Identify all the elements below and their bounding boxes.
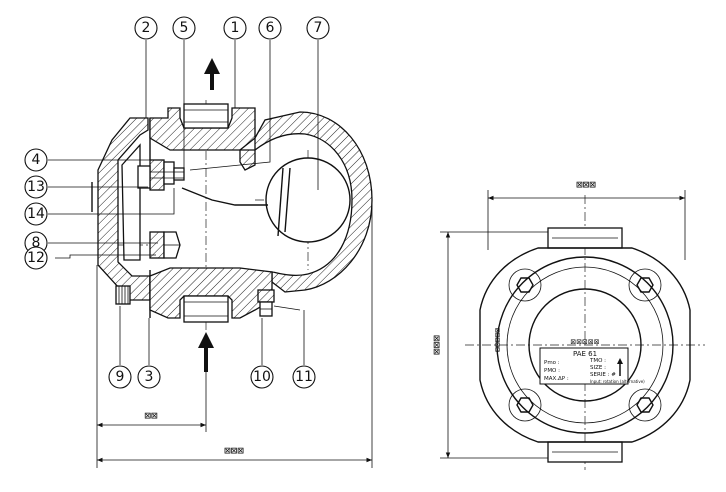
cover-bolts [508, 268, 662, 422]
svg-text:1: 1 [231, 20, 240, 36]
callout-2: 2 [134, 16, 158, 40]
plate-row2-left: PMO : [544, 368, 560, 374]
svg-text:8: 8 [32, 235, 41, 251]
svg-text:9: 9 [116, 369, 125, 385]
callout-13: 13 [24, 175, 48, 199]
callout-14: 14 [24, 202, 48, 226]
cover [97, 117, 151, 301]
callout-5: 5 [172, 16, 196, 40]
svg-text:11: 11 [295, 369, 313, 385]
svg-text:6: 6 [266, 20, 275, 36]
plate-row2-right: SIZE : [590, 365, 606, 371]
callout-9: 9 [108, 365, 132, 389]
side-marking: ⊠⊠⊠⊠⊠ [493, 328, 502, 352]
callout-4: 4 [24, 148, 48, 172]
svg-text:5: 5 [180, 20, 189, 36]
callout-12: 12 [24, 246, 48, 270]
svg-text:10: 10 [253, 369, 271, 385]
svg-text:12: 12 [27, 250, 45, 266]
dimension-front-height: ⊠⊠⊠ [430, 335, 443, 355]
callout-3: 3 [137, 365, 161, 389]
dimension-overall-length: ⊠⊠⊠ [224, 444, 244, 457]
plate-row3-right: SERIE : # [590, 372, 616, 378]
plate-row1-right: TMO : [589, 358, 606, 364]
svg-text:4: 4 [32, 152, 41, 168]
svg-text:14: 14 [27, 206, 45, 222]
svg-text:13: 13 [27, 179, 45, 195]
callout-11: 11 [292, 365, 316, 389]
section-view: ⊠⊠ ⊠⊠⊠ [48, 40, 373, 468]
callout-6: 6 [258, 16, 282, 40]
callout-7: 7 [306, 16, 330, 40]
plate-row1-left: Pmo : [544, 360, 560, 366]
svg-text:7: 7 [314, 20, 323, 36]
svg-text:3: 3 [145, 369, 154, 385]
inlet-flow-arrow [198, 332, 214, 372]
name-plate: ⊠⊠⊠⊠⊠ PAE 61 Pmo : TMO : PMO : SIZE : MA… [539, 338, 645, 385]
dimension-inlet-offset: ⊠⊠ [144, 409, 157, 422]
float-ball [265, 157, 351, 243]
leader-lines [48, 40, 319, 365]
callout-1: 1 [223, 16, 247, 40]
plate-model: PAE 61 [573, 350, 597, 358]
front-view: ⊠⊠⊠⊠⊠ PAE 61 Pmo : TMO : PMO : SIZE : MA… [430, 178, 705, 470]
plate-footer: Input: rotation (alternative) [590, 379, 645, 384]
dimension-front-width: ⊠⊠⊠ [576, 178, 596, 191]
plate-brand: ⊠⊠⊠⊠⊠ [570, 338, 599, 346]
plate-row3-left: MAX.ΔP : [544, 376, 569, 382]
svg-text:2: 2 [142, 20, 151, 36]
callouts: 2 5 1 6 7 4 13 14 8 12 9 3 10 11 [24, 16, 330, 389]
outlet-flow-arrow [204, 58, 220, 90]
callout-10: 10 [250, 365, 274, 389]
